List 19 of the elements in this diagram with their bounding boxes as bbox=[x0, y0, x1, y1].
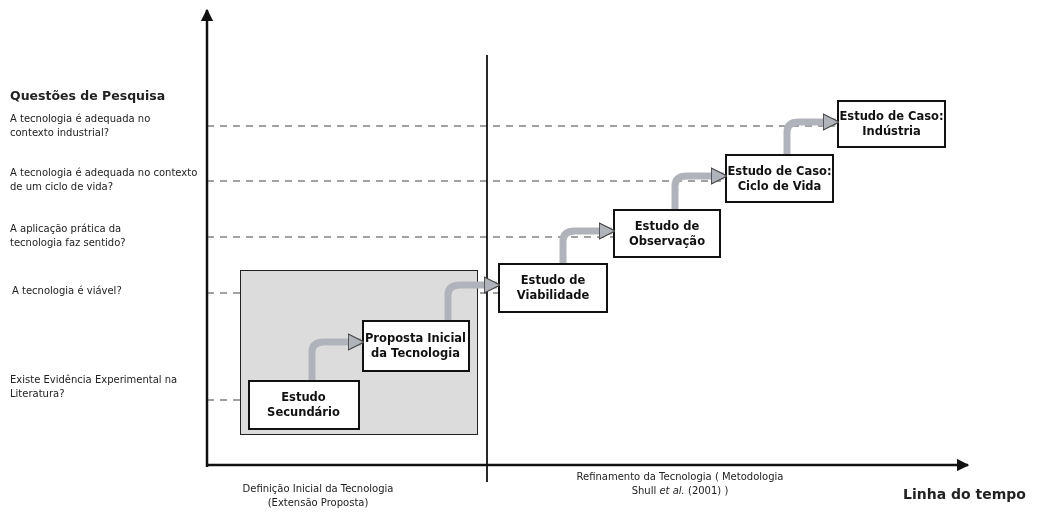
heading: Questões de Pesquisa bbox=[10, 88, 167, 105]
curved-arrow bbox=[308, 333, 365, 380]
curved-arrow bbox=[783, 113, 840, 154]
question-text: A tecnologia é adequada no contexto de um ciclo de vida? bbox=[10, 166, 199, 193]
curved-arrow bbox=[444, 276, 501, 320]
study-box: Estudo de Viabilidade bbox=[498, 263, 608, 313]
axis-label: Refinamento da Tecnologia ( Metodologia Shull et al. (2001) ) bbox=[575, 470, 785, 497]
study-box: Estudo de Caso: Indústria bbox=[837, 100, 946, 148]
phase-panel bbox=[240, 270, 478, 435]
question-text: A tecnologia é viável? bbox=[12, 284, 123, 298]
axis-label: Definição Inicial da Tecnologia (Extensão Proposta) bbox=[241, 482, 395, 509]
axis-title: Linha do tempo bbox=[903, 485, 1027, 504]
study-box: Estudo de Caso: Ciclo de Vida bbox=[725, 154, 834, 203]
study-box: Estudo de Observação bbox=[613, 209, 721, 258]
question-text: A aplicação prática da tecnologia faz sentido? bbox=[10, 222, 127, 249]
question-text: A tecnologia é adequada no contexto industrial? bbox=[10, 112, 152, 139]
question-text: Existe Evidência Experimental na Literatura? bbox=[10, 373, 179, 400]
study-box: Estudo Secundário bbox=[247, 379, 360, 430]
study-box: Proposta Inicial da Tecnologia bbox=[361, 319, 470, 372]
